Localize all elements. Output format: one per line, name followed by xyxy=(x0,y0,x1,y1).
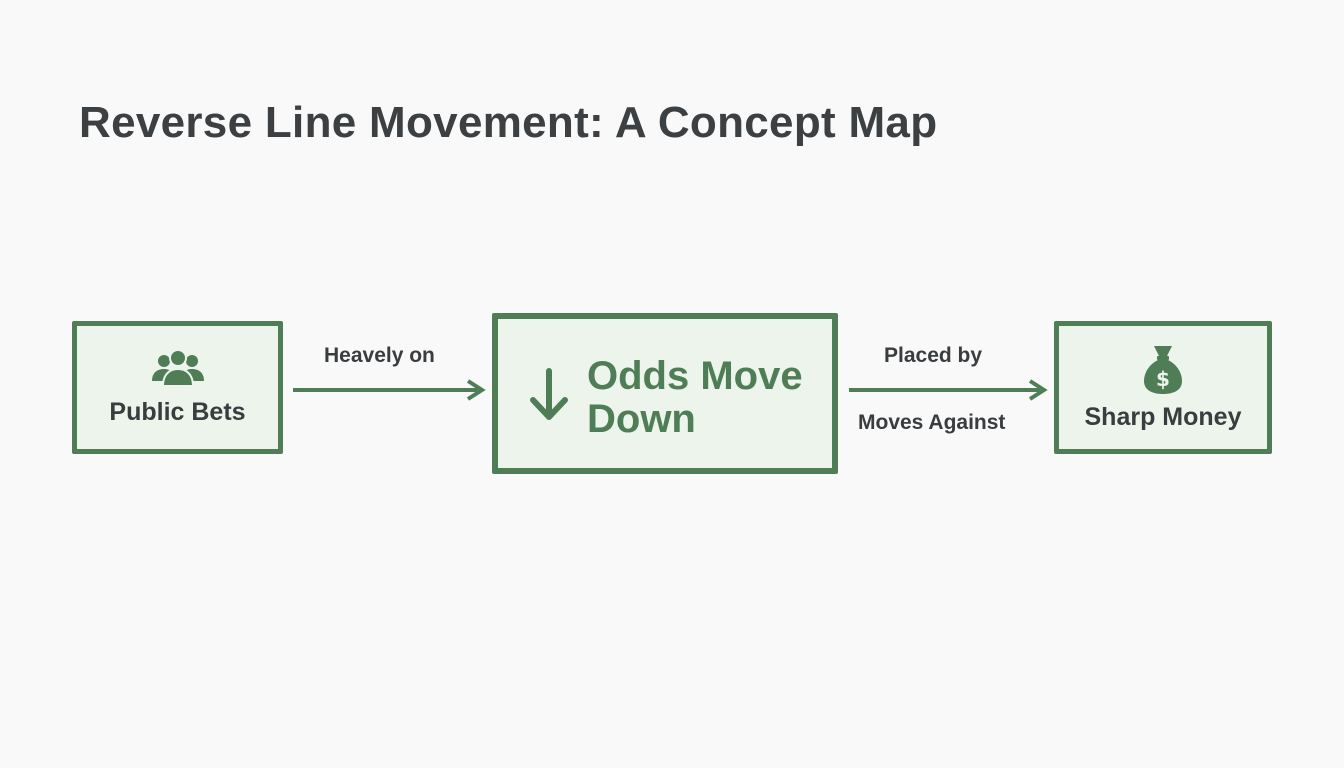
node-sharp-money: $ Sharp Money xyxy=(1054,321,1272,454)
svg-text:$: $ xyxy=(1156,367,1170,391)
node-public-bets: Public Bets xyxy=(72,321,283,454)
people-group-icon xyxy=(151,349,204,387)
arrow-public-to-odds xyxy=(293,379,486,401)
edge-label-heavily-on: Heavely on xyxy=(324,344,435,367)
node-label-public-bets: Public Bets xyxy=(109,398,246,426)
node-odds-move-down: Odds Move Down xyxy=(492,313,838,474)
money-bag-icon: $ xyxy=(1144,346,1182,394)
node-label-odds-move-down: Odds Move Down xyxy=(587,354,803,441)
down-arrow-icon xyxy=(530,368,568,420)
diagram-title: Reverse Line Movement: A Concept Map xyxy=(79,98,938,147)
edge-label-moves-against: Moves Against xyxy=(858,411,1006,434)
arrow-odds-to-sharp xyxy=(849,379,1048,401)
edge-label-placed-by: Placed by xyxy=(884,344,983,367)
node-label-sharp-money: Sharp Money xyxy=(1084,403,1242,431)
